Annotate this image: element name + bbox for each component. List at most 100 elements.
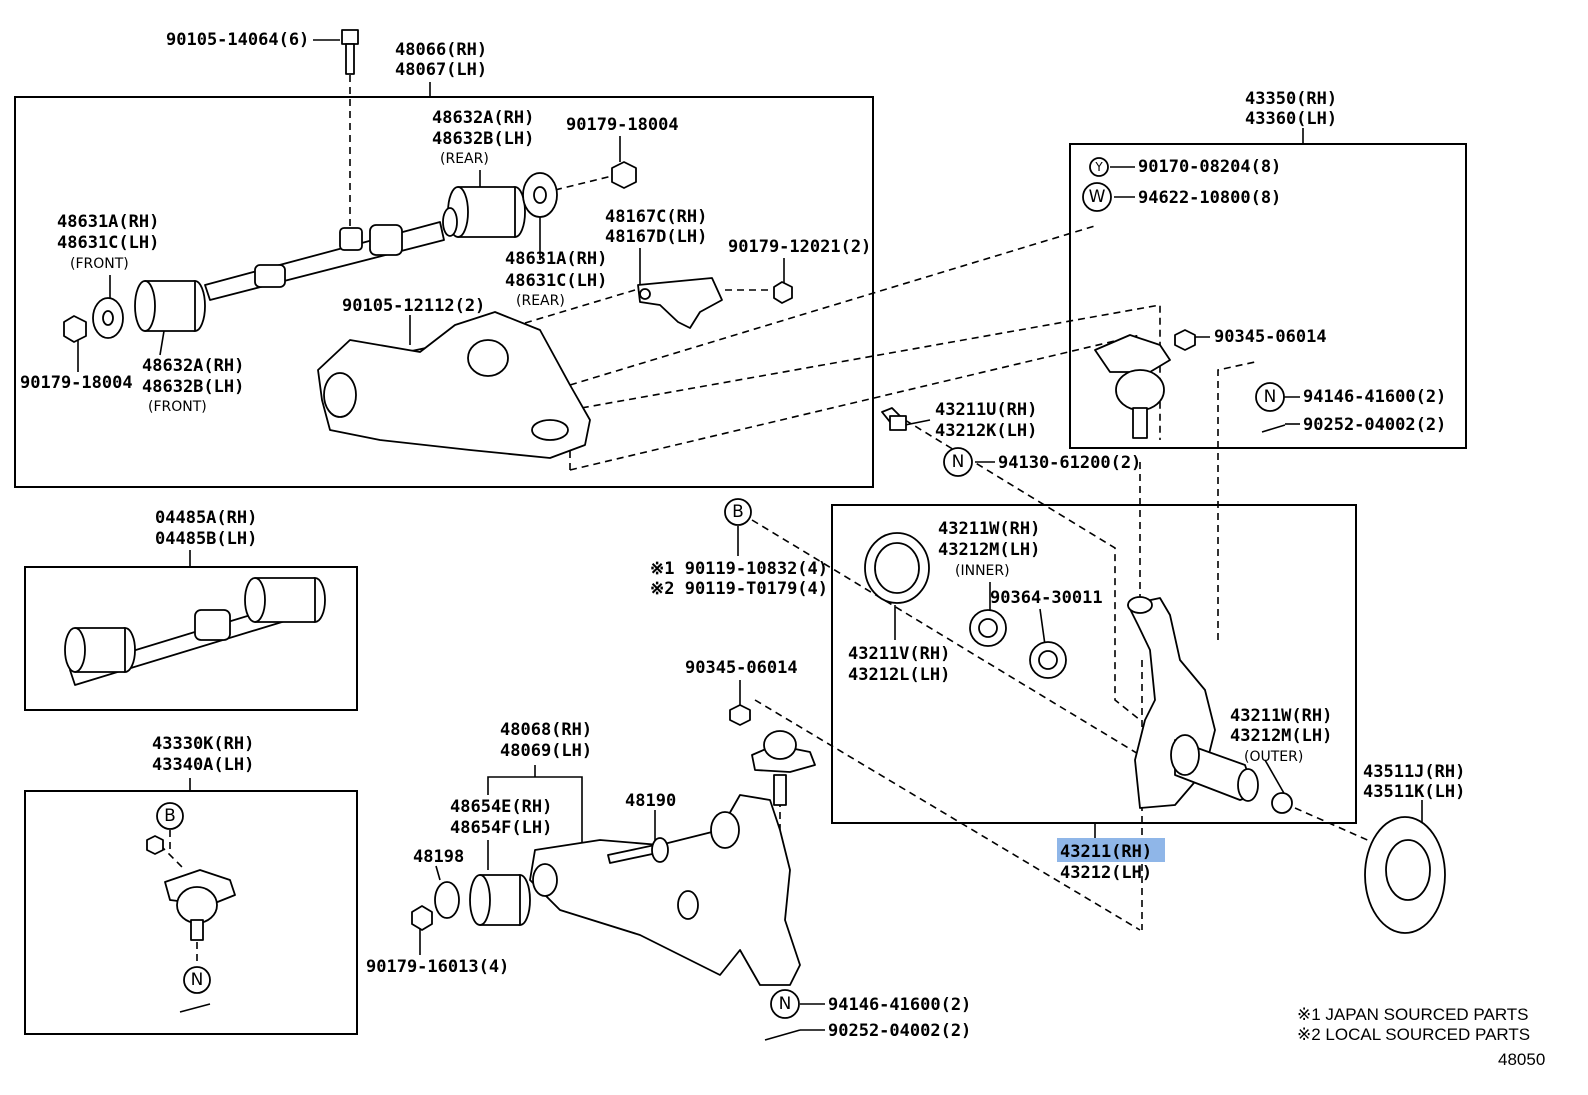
label-48654E[interactable]: 48654E(RH) [450,797,552,817]
label-48068[interactable]: 48068(RH) [500,720,592,740]
label-43211U[interactable]: 43211U(RH) [935,400,1037,420]
lower-ball-joint-group-box [24,790,358,1035]
label-43511K[interactable]: 43511K(LH) [1363,782,1465,802]
upper-arm-group-box [14,96,874,488]
label-90179-12021[interactable]: 90179-12021(2) [728,237,871,257]
label-43212L[interactable]: 43212L(LH) [848,665,950,685]
ball-joint-upper-group-box [1069,143,1467,449]
label-43360[interactable]: 43360(LH) [1245,109,1337,129]
symbol-n-94146-lower: N [770,989,800,1019]
label-48632A-front[interactable]: 48632A(RH) [142,356,244,376]
label-48631C-front[interactable]: 48631C(LH) [57,233,159,253]
label-48631A-front[interactable]: 48631A(RH) [57,212,159,232]
svg-text:B: B [164,806,176,826]
label-90345-06014-upper[interactable]: 90345-06014 [1214,327,1327,347]
disc-rotor-43511 [1364,816,1446,934]
label-90105-12112[interactable]: 90105-12112(2) [342,296,485,316]
label-90252-04002-upper[interactable]: 90252-04002(2) [1303,415,1446,435]
cotter-pin-upper [1261,424,1286,433]
label-90179-16013[interactable]: 90179-16013(4) [366,957,509,977]
svg-text:N: N [191,970,204,990]
label-90179-18004-rear[interactable]: 90179-18004 [566,115,679,135]
label-43211-selected[interactable]: 43211(RH) [1060,842,1152,862]
washer-front [92,297,124,339]
label-48167C[interactable]: 48167C(RH) [605,207,707,227]
label-48632B-front[interactable]: 48632B(LH) [142,377,244,397]
label-48198[interactable]: 48198 [413,847,464,867]
label-90170-08204[interactable]: 90170-08204(8) [1138,157,1281,177]
label-94130-61200[interactable]: 94130-61200(2) [998,453,1141,473]
label-43212[interactable]: 43212(LH) [1060,863,1152,883]
label-48654F[interactable]: 48654F(LH) [450,818,552,838]
label-90119-10832[interactable]: ※1 90119-10832(4) [650,559,828,579]
bolt-48190 [607,837,669,864]
symbol-n-lower-box: N [183,966,211,994]
lower-control-arm [529,794,801,986]
label-04485B[interactable]: 04485B(LH) [155,529,257,549]
symbol-n-94146-upper: N [1255,382,1285,412]
leader-lines [77,39,1423,1031]
svg-text:Y: Y [1094,160,1103,174]
cotter-pin-lower-box [179,1003,211,1013]
nut-90179-16013 [411,905,433,931]
nut-90179-18004-rear [611,161,637,189]
symbol-w-94622: W [1082,182,1112,212]
label-rear-1: (REAR) [440,151,489,167]
label-48067[interactable]: 48067(LH) [395,60,487,80]
symbol-b-knuckle: B [724,498,752,526]
knuckle-group-box [831,504,1357,824]
svg-text:B: B [732,502,744,522]
symbol-y-90170: Y [1089,157,1109,177]
label-90364-30011[interactable]: 90364-30011 [990,588,1103,608]
label-90179-18004-front[interactable]: 90179-18004 [20,373,133,393]
label-43211W-inner[interactable]: 43211W(RH) [938,519,1040,539]
bushing-assembly-04485 [64,577,326,686]
footnote-japan-sourced: ※1 JAPAN SOURCED PARTS [1297,1005,1529,1024]
label-48066[interactable]: 48066(RH) [395,40,487,60]
label-48069[interactable]: 48069(LH) [500,741,592,761]
label-48190[interactable]: 48190 [625,791,676,811]
label-04485A[interactable]: 04485A(RH) [155,508,257,528]
label-48631C-rear[interactable]: 48631C(LH) [505,271,607,291]
bolt-43211U [881,407,907,431]
label-90345-06014-lower[interactable]: 90345-06014 [685,658,798,678]
label-43212M-inner[interactable]: 43212M(LH) [938,540,1040,560]
label-outer: (OUTER) [1244,749,1303,765]
label-43211W-outer[interactable]: 43211W(RH) [1230,706,1332,726]
upper-ball-joint [1094,329,1196,439]
label-43212M-outer[interactable]: 43212M(LH) [1230,726,1332,746]
label-48632A-rear[interactable]: 48632A(RH) [432,108,534,128]
label-43511J[interactable]: 43511J(RH) [1363,762,1465,782]
label-48632B-rear[interactable]: 48632B(LH) [432,129,534,149]
bearing-inner [969,609,1007,647]
label-94146-41600-lower[interactable]: 94146-41600(2) [828,995,971,1015]
label-43330K[interactable]: 43330K(RH) [152,734,254,754]
label-94622-10800[interactable]: 94622-10800(8) [1138,188,1281,208]
nut-90179-12021 [773,281,793,304]
label-43211V[interactable]: 43211V(RH) [848,644,950,664]
label-94146-41600-upper[interactable]: 94146-41600(2) [1303,387,1446,407]
label-43212K[interactable]: 43212K(LH) [935,421,1037,441]
label-48167D[interactable]: 48167D(LH) [605,227,707,247]
ball-joint-90345 [729,704,816,806]
label-43340A[interactable]: 43340A(LH) [152,755,254,775]
label-rear-2: (REAR) [516,293,565,309]
bearing-90364-30011 [1029,641,1067,679]
svg-text:N: N [1264,387,1277,407]
footnote-local-sourced: ※2 LOCAL SOURCED PARTS [1297,1025,1530,1044]
label-90119-T0179[interactable]: ※2 90119-T0179(4) [650,579,828,599]
label-43350[interactable]: 43350(RH) [1245,89,1337,109]
label-inner: (INNER) [955,563,1010,579]
upper-control-arm [317,311,591,459]
label-48631A-rear[interactable]: 48631A(RH) [505,249,607,269]
svg-text:N: N [779,994,792,1014]
bracket-48167 [637,277,723,329]
lower-ball-joint-43330 [146,835,236,941]
nut-90179-18004-front [63,315,87,343]
svg-text:W: W [1089,187,1106,207]
label-90252-04002-lower[interactable]: 90252-04002(2) [828,1021,971,1041]
label-front-2: (FRONT) [148,399,207,415]
symbol-b-lower: B [156,802,184,830]
bolt-90105-14064 [341,29,359,75]
label-90105-14064[interactable]: 90105-14064(6) [166,30,309,50]
